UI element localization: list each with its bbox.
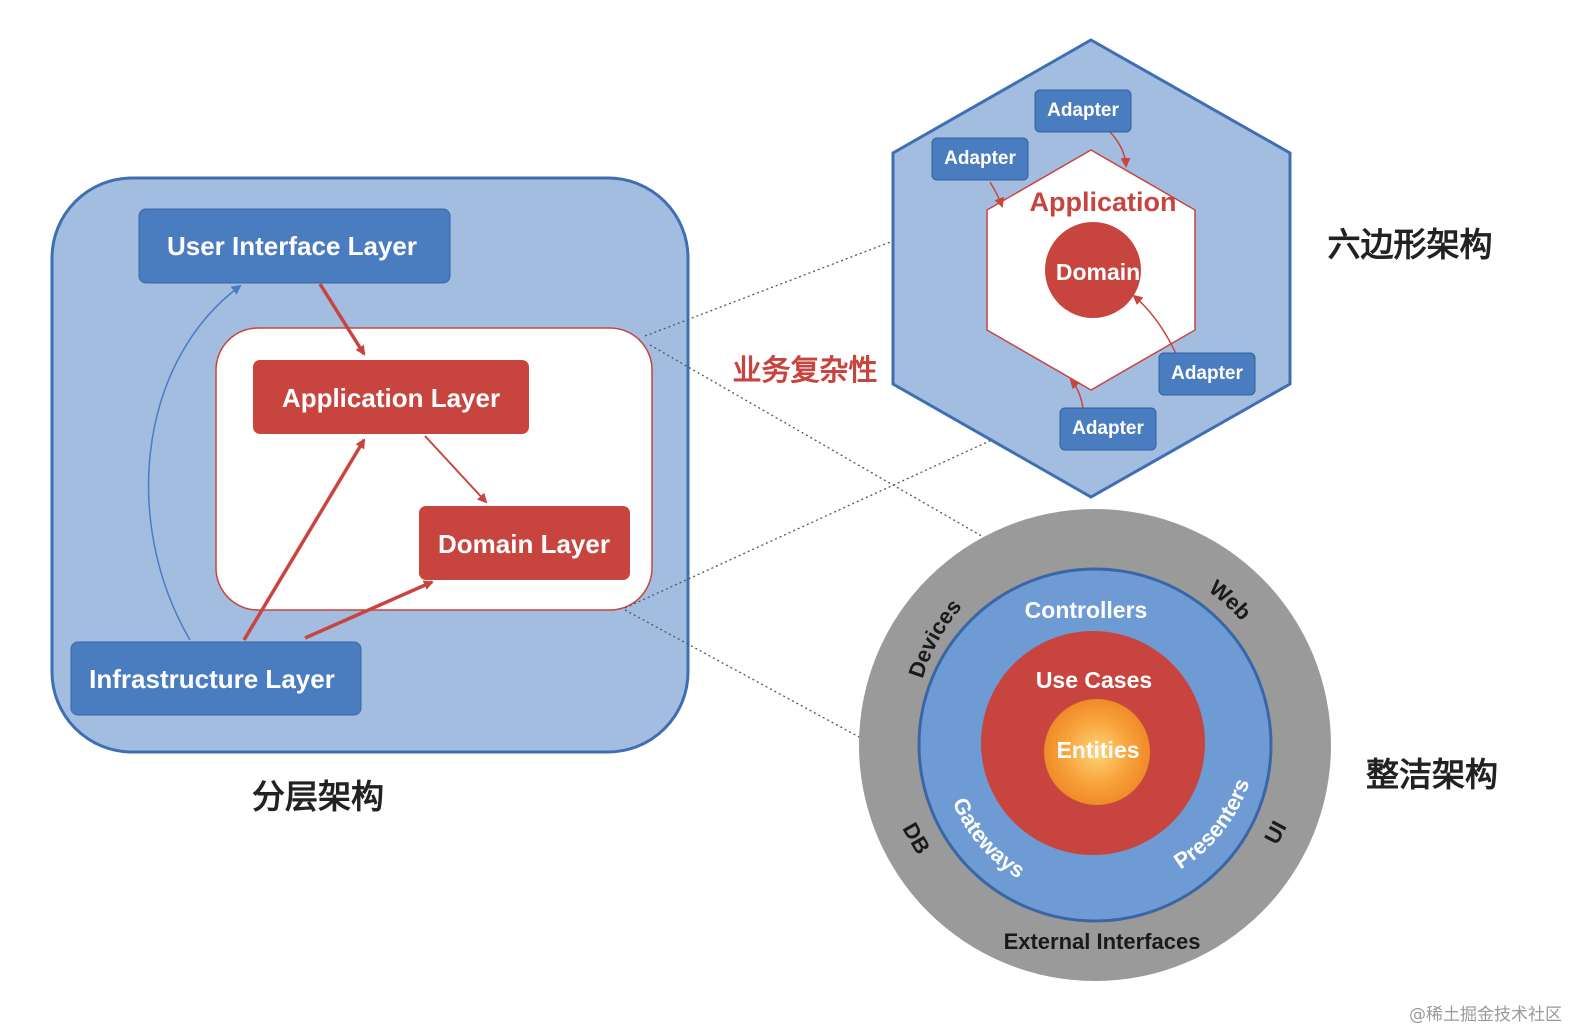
adapter-arrow: [1069, 378, 1084, 409]
hex-domain-label: Domain: [1056, 259, 1140, 285]
adapter-label: Adapter: [1171, 363, 1243, 384]
hexagonal-caption: 六边形架构: [1328, 225, 1493, 264]
external-interfaces-label: External Interfaces: [1004, 929, 1201, 954]
adapter-box: [1034, 89, 1132, 133]
connector-line: [649, 344, 1111, 611]
hex-application-label: Application: [1030, 187, 1177, 217]
adapter-arrow: [1132, 294, 1179, 359]
watermark: @稀土掘金技术社区: [1409, 1005, 1562, 1025]
adapter-label: Adapter: [1072, 418, 1144, 439]
infra-to-ui-arrow: [147, 284, 242, 641]
app-to-domain-arrow: [424, 435, 488, 504]
domain-layer-box: [419, 506, 630, 580]
layered-caption: 分层架构: [252, 777, 384, 816]
infrastructure-layer-box: [70, 641, 362, 716]
use-cases-label: Use Cases: [1036, 667, 1152, 693]
infra-to-domain-arrow: [304, 580, 434, 640]
hex-domain-circle: [1045, 222, 1141, 318]
application-layer-label: Application Layer: [282, 383, 500, 413]
clean-architecture: Controllers Use Cases Entities Gateways …: [859, 509, 1498, 981]
connector-line: [624, 609, 921, 771]
layered-architecture: User Interface Layer Application Layer D…: [50, 176, 690, 816]
clean-entities-core: [1044, 699, 1150, 805]
adapter-box: [931, 137, 1029, 181]
domain-layer-label: Domain Layer: [438, 529, 610, 559]
ui-to-app-arrow: [318, 283, 366, 356]
user-interface-layer-label: User Interface Layer: [167, 231, 417, 261]
adapter-label: Adapter: [1047, 100, 1119, 121]
business-complexity-label: 业务复杂性: [732, 353, 877, 387]
entities-label: Entities: [1056, 737, 1139, 763]
application-layer-box: [253, 360, 529, 434]
infra-to-app-arrow: [242, 438, 366, 641]
adapter-box: [1059, 407, 1157, 451]
infrastructure-layer-label: Infrastructure Layer: [89, 664, 335, 694]
adapter-arrow: [989, 181, 1004, 208]
hexagonal-architecture: Application Domain Adapter Adapter Adapt…: [891, 38, 1493, 499]
adapter-label: Adapter: [944, 148, 1016, 169]
clean-caption: 整洁架构: [1366, 755, 1498, 794]
adapter-box: [1158, 352, 1256, 396]
adapter-arrow: [1109, 131, 1131, 168]
user-interface-layer-box: [138, 208, 451, 284]
controllers-label: Controllers: [1025, 597, 1148, 623]
